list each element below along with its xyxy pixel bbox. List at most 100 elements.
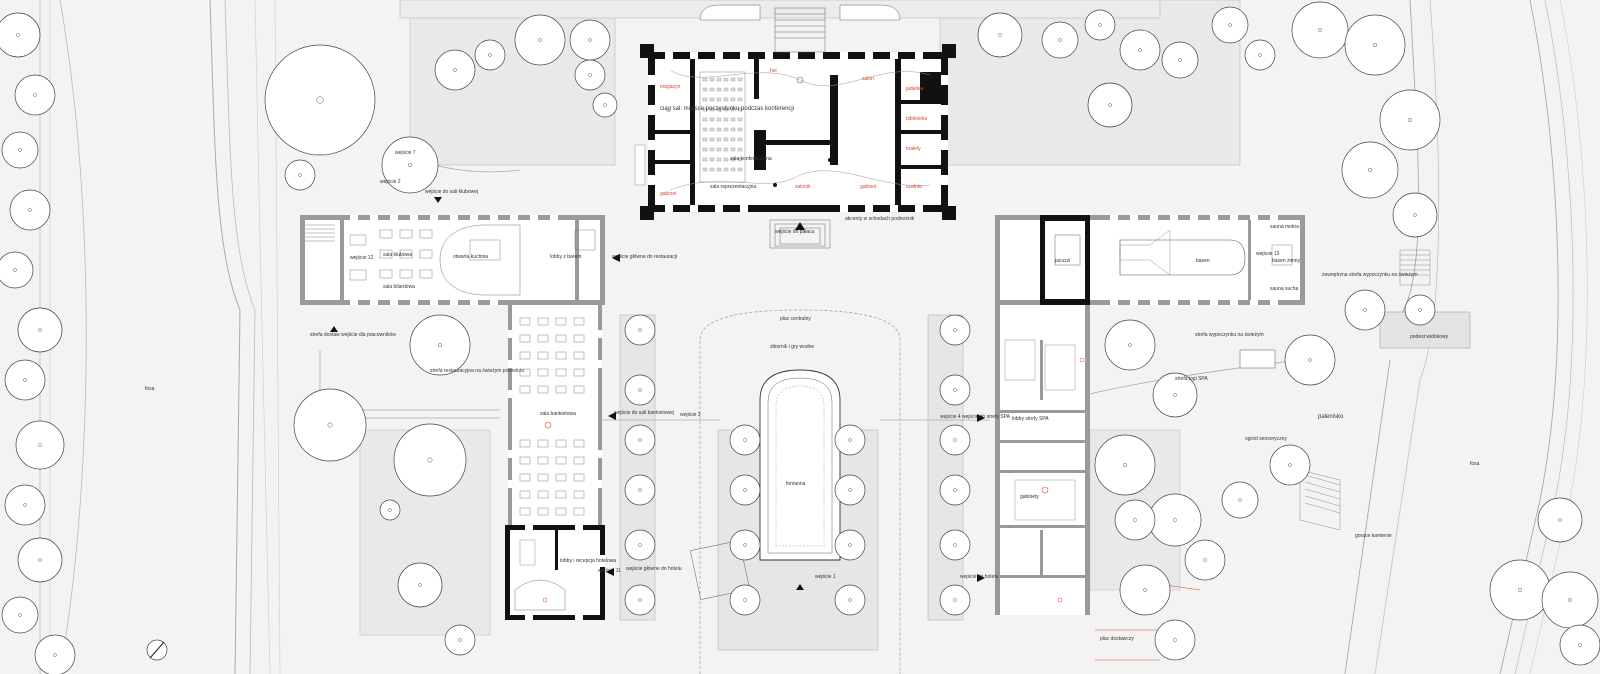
label-wejscie-do-sali-klubowej: wejście do sali klubowej xyxy=(425,189,478,195)
label-wejscie-do-palacu: wejście do pałacu xyxy=(775,229,815,235)
tree-trunk xyxy=(638,328,642,332)
tree xyxy=(1104,319,1156,371)
tree-trunk xyxy=(638,388,642,392)
tree-trunk xyxy=(1578,643,1582,647)
tree-trunk xyxy=(1173,393,1177,397)
tree xyxy=(1094,434,1156,496)
tree xyxy=(1,131,39,169)
tree-trunk xyxy=(18,148,22,152)
label-trasa-left: fosa xyxy=(145,386,155,392)
tree xyxy=(1392,192,1438,238)
label-trasa-right: fosa xyxy=(1470,461,1480,467)
label-jadalnia: jadalnia xyxy=(905,86,923,92)
tree xyxy=(381,136,439,194)
tree xyxy=(1148,493,1202,547)
label-basen-zewn: basen zimny xyxy=(1272,258,1301,264)
tree-trunk xyxy=(23,503,27,507)
label-wejscie-1: wejście 1 xyxy=(815,574,836,580)
tree-trunk xyxy=(327,422,333,428)
tree xyxy=(1537,497,1583,543)
tree xyxy=(1161,41,1199,79)
tree xyxy=(393,423,467,497)
label-palenisko: palenisko xyxy=(1318,414,1344,420)
tree xyxy=(4,484,46,526)
tree xyxy=(1152,372,1198,418)
central-plaza xyxy=(689,309,901,674)
label-sala-bilardowa: sala bilardowa xyxy=(383,284,415,290)
tree-trunk xyxy=(458,638,462,642)
tree xyxy=(834,474,866,506)
label-sala-reprezentacyjna: sala reprezentacyjna xyxy=(710,184,756,190)
tree-trunk xyxy=(743,598,747,602)
label-lobby-z-barem: lobby z barem xyxy=(550,254,581,260)
tree xyxy=(1269,444,1311,486)
label-strefa-wypoczynku: strefa wypoczynku na świeżym xyxy=(1195,332,1264,338)
hotel-lobby-building xyxy=(505,525,605,620)
tree-trunk xyxy=(1173,518,1177,522)
tree xyxy=(1221,481,1259,519)
label-wejscie-glowne-hotel: wejście główne do hotelu xyxy=(626,566,682,572)
tree-trunk xyxy=(1372,42,1378,48)
right-border xyxy=(1344,0,1588,674)
label-gabinety: gabinety xyxy=(1020,494,1039,500)
tree xyxy=(1087,82,1133,128)
north-arrow-icon xyxy=(146,639,168,661)
tree-trunk xyxy=(1558,518,1562,522)
tree xyxy=(729,584,761,616)
label-otwarta-kuchnia: otwarta kuchnia xyxy=(453,254,488,260)
tree xyxy=(1559,624,1600,666)
label-lobby-spa: lobby strefy SPA xyxy=(1012,416,1049,422)
tree xyxy=(17,537,63,583)
tree-trunk xyxy=(13,268,17,272)
tree xyxy=(1541,571,1599,629)
arrow-up-icon xyxy=(795,222,805,230)
tree xyxy=(474,39,506,71)
tree-trunk xyxy=(953,543,957,547)
tree xyxy=(1041,21,1079,59)
tree-trunk xyxy=(1108,103,1112,107)
tree xyxy=(624,584,656,616)
tree-trunk xyxy=(638,438,642,442)
tree xyxy=(1084,9,1116,41)
label-sauna-sucha: sauna sucha xyxy=(1270,286,1299,292)
tree xyxy=(939,424,971,456)
tree xyxy=(729,529,761,561)
tree xyxy=(939,314,971,346)
label-hol: hol xyxy=(770,68,777,74)
spa-building xyxy=(995,215,1471,661)
tree xyxy=(1119,29,1161,71)
label-sala-klubowa: sala klubowa xyxy=(383,252,412,258)
label-salonik: salonik xyxy=(795,184,811,190)
tree-trunk xyxy=(953,328,957,332)
label-salon: salon xyxy=(862,76,874,82)
tree xyxy=(1379,89,1441,151)
tree xyxy=(834,424,866,456)
tree-trunk xyxy=(1203,558,1207,562)
label-strefa-restauracyjna: strefa restauracyjna na świeżym powietrz… xyxy=(430,368,524,374)
label-lobby-hotel: lobby i recepcja hotelowa xyxy=(560,558,616,564)
tree xyxy=(592,92,618,118)
tree-trunk xyxy=(1128,343,1132,347)
tree-trunk xyxy=(1407,117,1413,123)
tree-trunk xyxy=(23,378,27,382)
tree xyxy=(15,420,65,470)
tree xyxy=(939,529,971,561)
tree xyxy=(284,159,316,191)
tree xyxy=(379,499,401,521)
tree xyxy=(293,388,367,462)
tree xyxy=(1284,334,1336,386)
label-sala-bankietowa: sala bankietowa xyxy=(540,411,576,417)
tree-trunk xyxy=(1228,23,1232,27)
tree-trunk xyxy=(848,488,852,492)
label-plac-centralny: plac centralny xyxy=(780,316,811,322)
tree xyxy=(1114,499,1156,541)
label-gabinet: gabinet xyxy=(860,184,877,190)
tree-trunk xyxy=(453,68,457,72)
tree-trunk xyxy=(33,93,37,97)
tree-trunk xyxy=(848,438,852,442)
tree xyxy=(1291,1,1349,59)
tree xyxy=(624,474,656,506)
tree-trunk xyxy=(953,488,957,492)
tree-trunk xyxy=(418,583,422,587)
